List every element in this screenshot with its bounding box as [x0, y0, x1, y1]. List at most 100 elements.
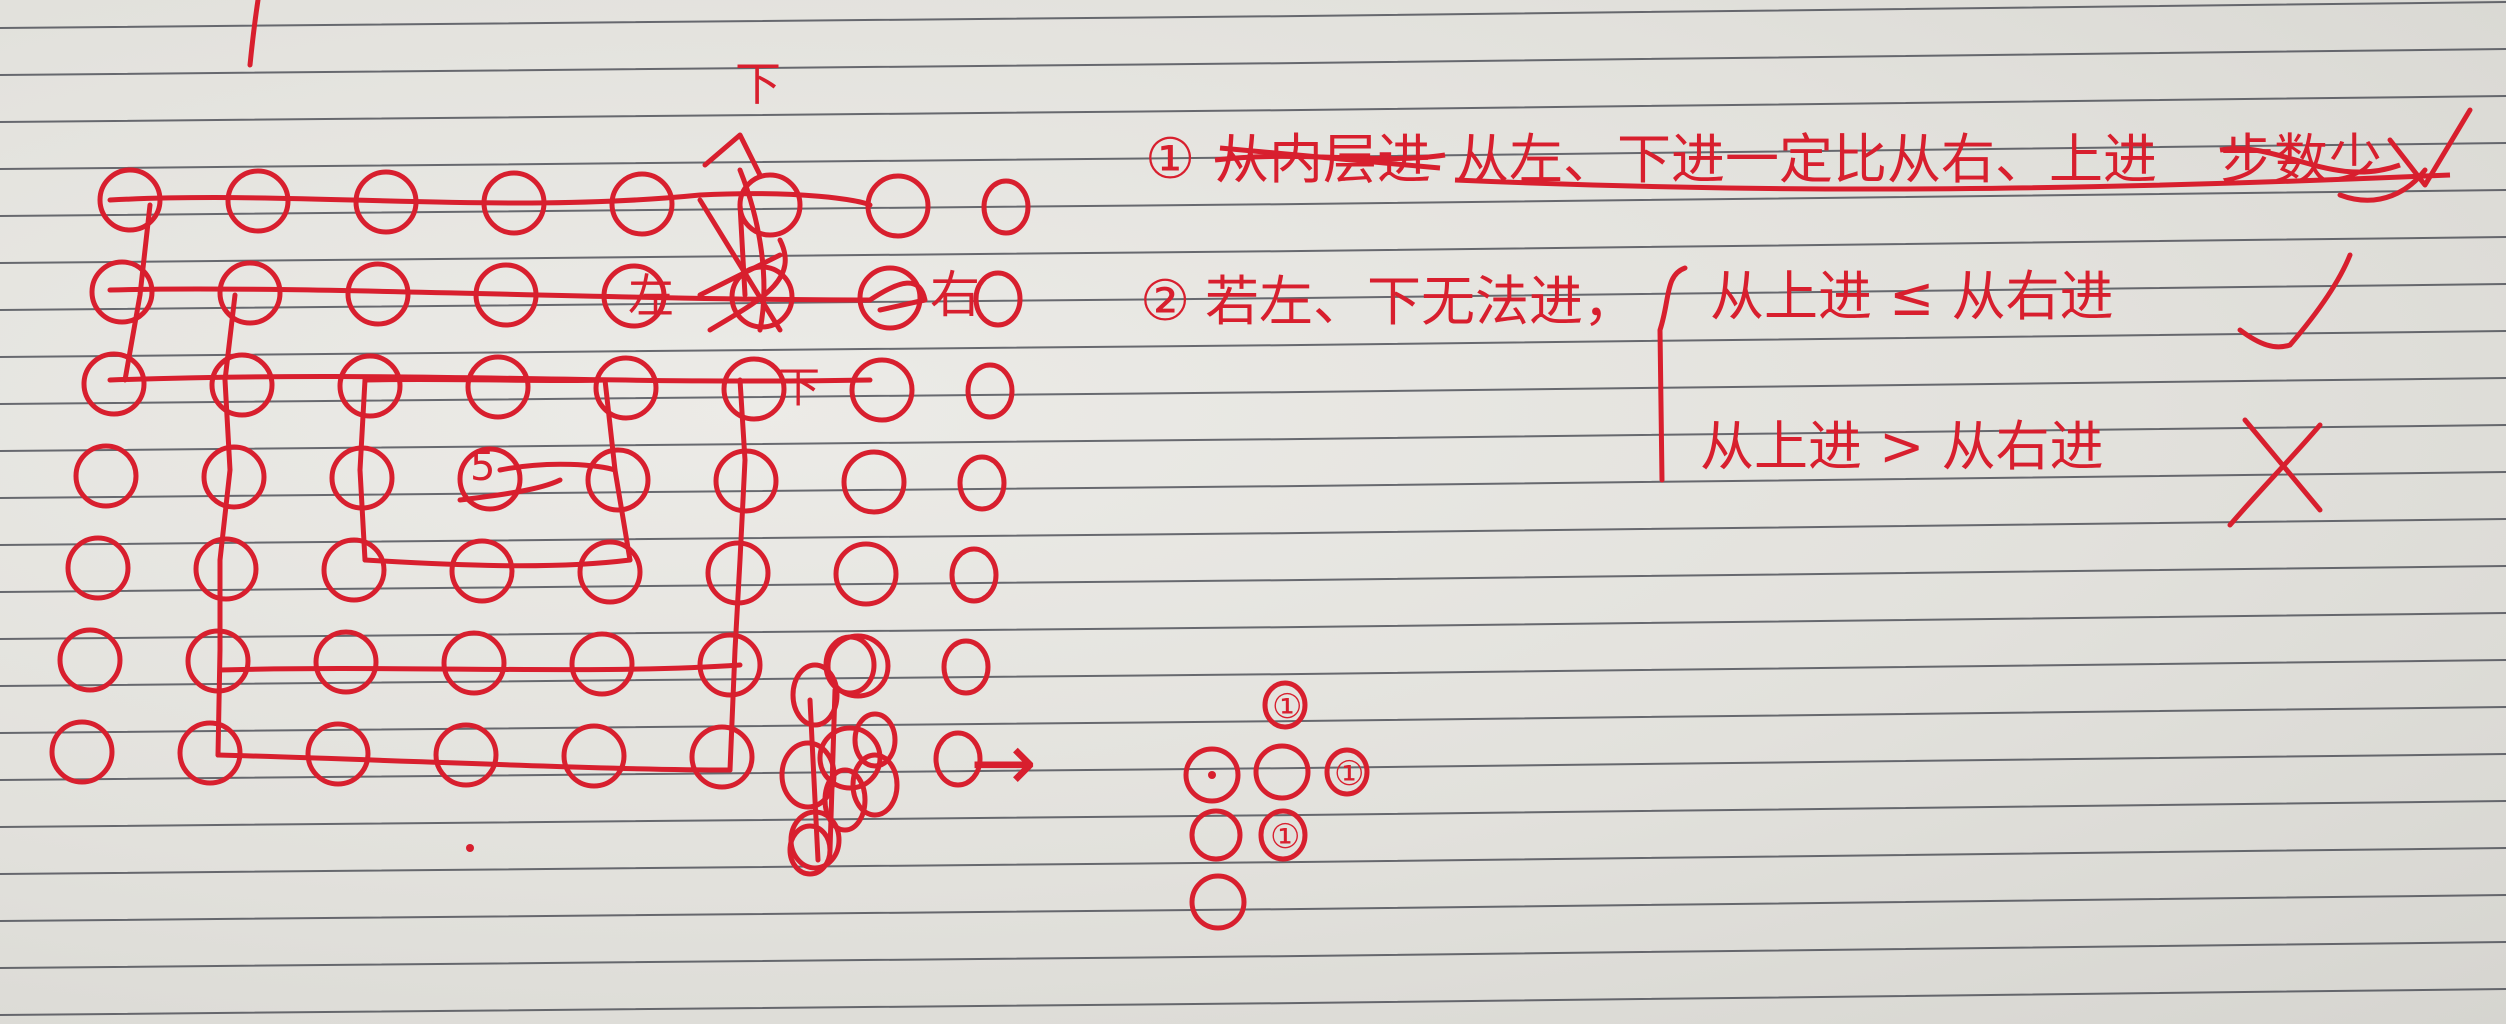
grid-circle: [49, 719, 115, 785]
grid-circle: [973, 270, 1023, 328]
ruled-line: [0, 95, 2506, 123]
ruled-line: [0, 48, 2506, 76]
grid-circle: [89, 259, 155, 325]
rule-2-check-icon: [2237, 252, 2353, 350]
grid-circle: [441, 630, 507, 696]
stray-dot: [466, 844, 474, 852]
grid-labels: 下 左 右 下 5: [457, 57, 980, 503]
mini-circle-top: [1262, 680, 1308, 730]
grid-circle: [57, 627, 123, 693]
rule-2-case-b: 从上进 > 从右进: [1700, 415, 2104, 478]
grid-circle: [981, 178, 1031, 236]
ruled-line: [0, 236, 2506, 264]
grid-circle: [177, 720, 243, 786]
ruled-line: [0, 659, 2506, 687]
ruled-line: [0, 706, 2506, 734]
rule-2-case-a: 从上进 ≤ 从右进: [1710, 265, 2114, 328]
rule-1-check-icon: [2387, 107, 2473, 188]
ruled-line: [0, 612, 2506, 640]
rule-1-ending-strike: [2219, 146, 2401, 175]
rule-1: ① 从内层进 从左、下进一定比从右、上进 步数少: [1145, 107, 2473, 203]
rule-1-strike-b: [1219, 145, 1441, 171]
ruled-line: [0, 941, 2506, 969]
grid-circle: [849, 357, 915, 423]
grid-circle: [561, 723, 627, 789]
grid-circle: [585, 447, 651, 513]
rule-1-number: ①: [1145, 127, 1195, 192]
grid-circle: [81, 351, 147, 417]
ruled-line: [0, 424, 2506, 452]
grid-circle: [949, 546, 999, 604]
grid-circle: [957, 454, 1007, 512]
right-label: 右: [930, 266, 980, 324]
grid-circle: [73, 443, 139, 509]
grid-sketch: [49, 167, 1031, 791]
left-label: 左: [628, 269, 674, 323]
ruled-line: [0, 847, 2506, 875]
rule-2-number: ②: [1140, 269, 1190, 334]
grid-circle: [965, 362, 1015, 420]
grid-circle: [865, 173, 931, 239]
top-label: 下: [735, 57, 781, 111]
grid-circle: [833, 541, 899, 607]
grid-circle: [201, 444, 267, 510]
mini-circle-lower-right: [1258, 808, 1308, 862]
rule-1-scribble: [2337, 167, 2428, 203]
ruled-line: [0, 518, 2506, 546]
stacked-circles: [779, 634, 900, 877]
rule-2-bracket-icon: [1657, 265, 1688, 483]
transition-arrow: →: [970, 716, 1037, 809]
ruled-line: [0, 330, 2506, 358]
mini-circle-below: [1189, 808, 1243, 862]
ruled-line: [0, 283, 2506, 311]
grid-circle: [337, 353, 403, 419]
grid-circle: [841, 449, 907, 515]
spiral-path: [107, 167, 873, 773]
ruled-line: [0, 377, 2506, 405]
ruled-line: [0, 1, 2506, 29]
rule-1-text: 从左、下进一定比从右、上进: [1455, 128, 2157, 191]
rule-1-main-strike: [1454, 172, 2451, 192]
mini-label-lower-right: ①: [1270, 817, 1300, 857]
grid-circle: [737, 172, 803, 238]
grid-circle: [577, 539, 643, 605]
mini-circle-start: [1183, 746, 1241, 804]
ruled-line: [0, 753, 2506, 781]
grid-circle: [65, 535, 131, 601]
grid-circle: [933, 730, 983, 788]
mini-circle-center: [1253, 743, 1311, 801]
grid-circle: [569, 631, 635, 697]
mini-circle-right: [1324, 747, 1370, 797]
right-arrow-mark: [867, 280, 928, 313]
grid-circle: [433, 722, 499, 788]
center-mark: 5: [470, 444, 495, 490]
mini-circle-bottom: [1189, 873, 1247, 931]
ruled-line: [0, 800, 2506, 828]
grid-circle: [941, 638, 991, 696]
grid-circle: [225, 168, 291, 234]
rule-2: ② 若左、下无法进， 从上进 ≤ 从右进 从上进 > 从右进: [1140, 252, 2353, 528]
ruled-line: [0, 894, 2506, 922]
grid-circle: [449, 538, 515, 604]
grid-circle: [313, 629, 379, 695]
rule-2-condition: 若左、下无法进，: [1205, 270, 1637, 333]
grid-circle: [457, 446, 523, 512]
grid-circle: [217, 260, 283, 326]
grid-circle: [689, 724, 755, 790]
grid-circle: [193, 536, 259, 602]
top-arrow-mark: [702, 132, 763, 178]
grid-circle: [209, 352, 275, 418]
mini-diagram: ① ① ①: [1183, 680, 1370, 931]
mini-label-right: ①: [1334, 754, 1364, 794]
down-label: 下: [778, 363, 820, 412]
center-mark-underline: [457, 477, 563, 503]
ruled-line: [0, 471, 2506, 499]
grid-circle: [593, 355, 659, 421]
grid-circle: [609, 171, 675, 237]
grid-circle: [465, 354, 531, 420]
mini-label-top: ①: [1272, 687, 1302, 727]
rule-2-cross-icon: [2227, 417, 2323, 528]
